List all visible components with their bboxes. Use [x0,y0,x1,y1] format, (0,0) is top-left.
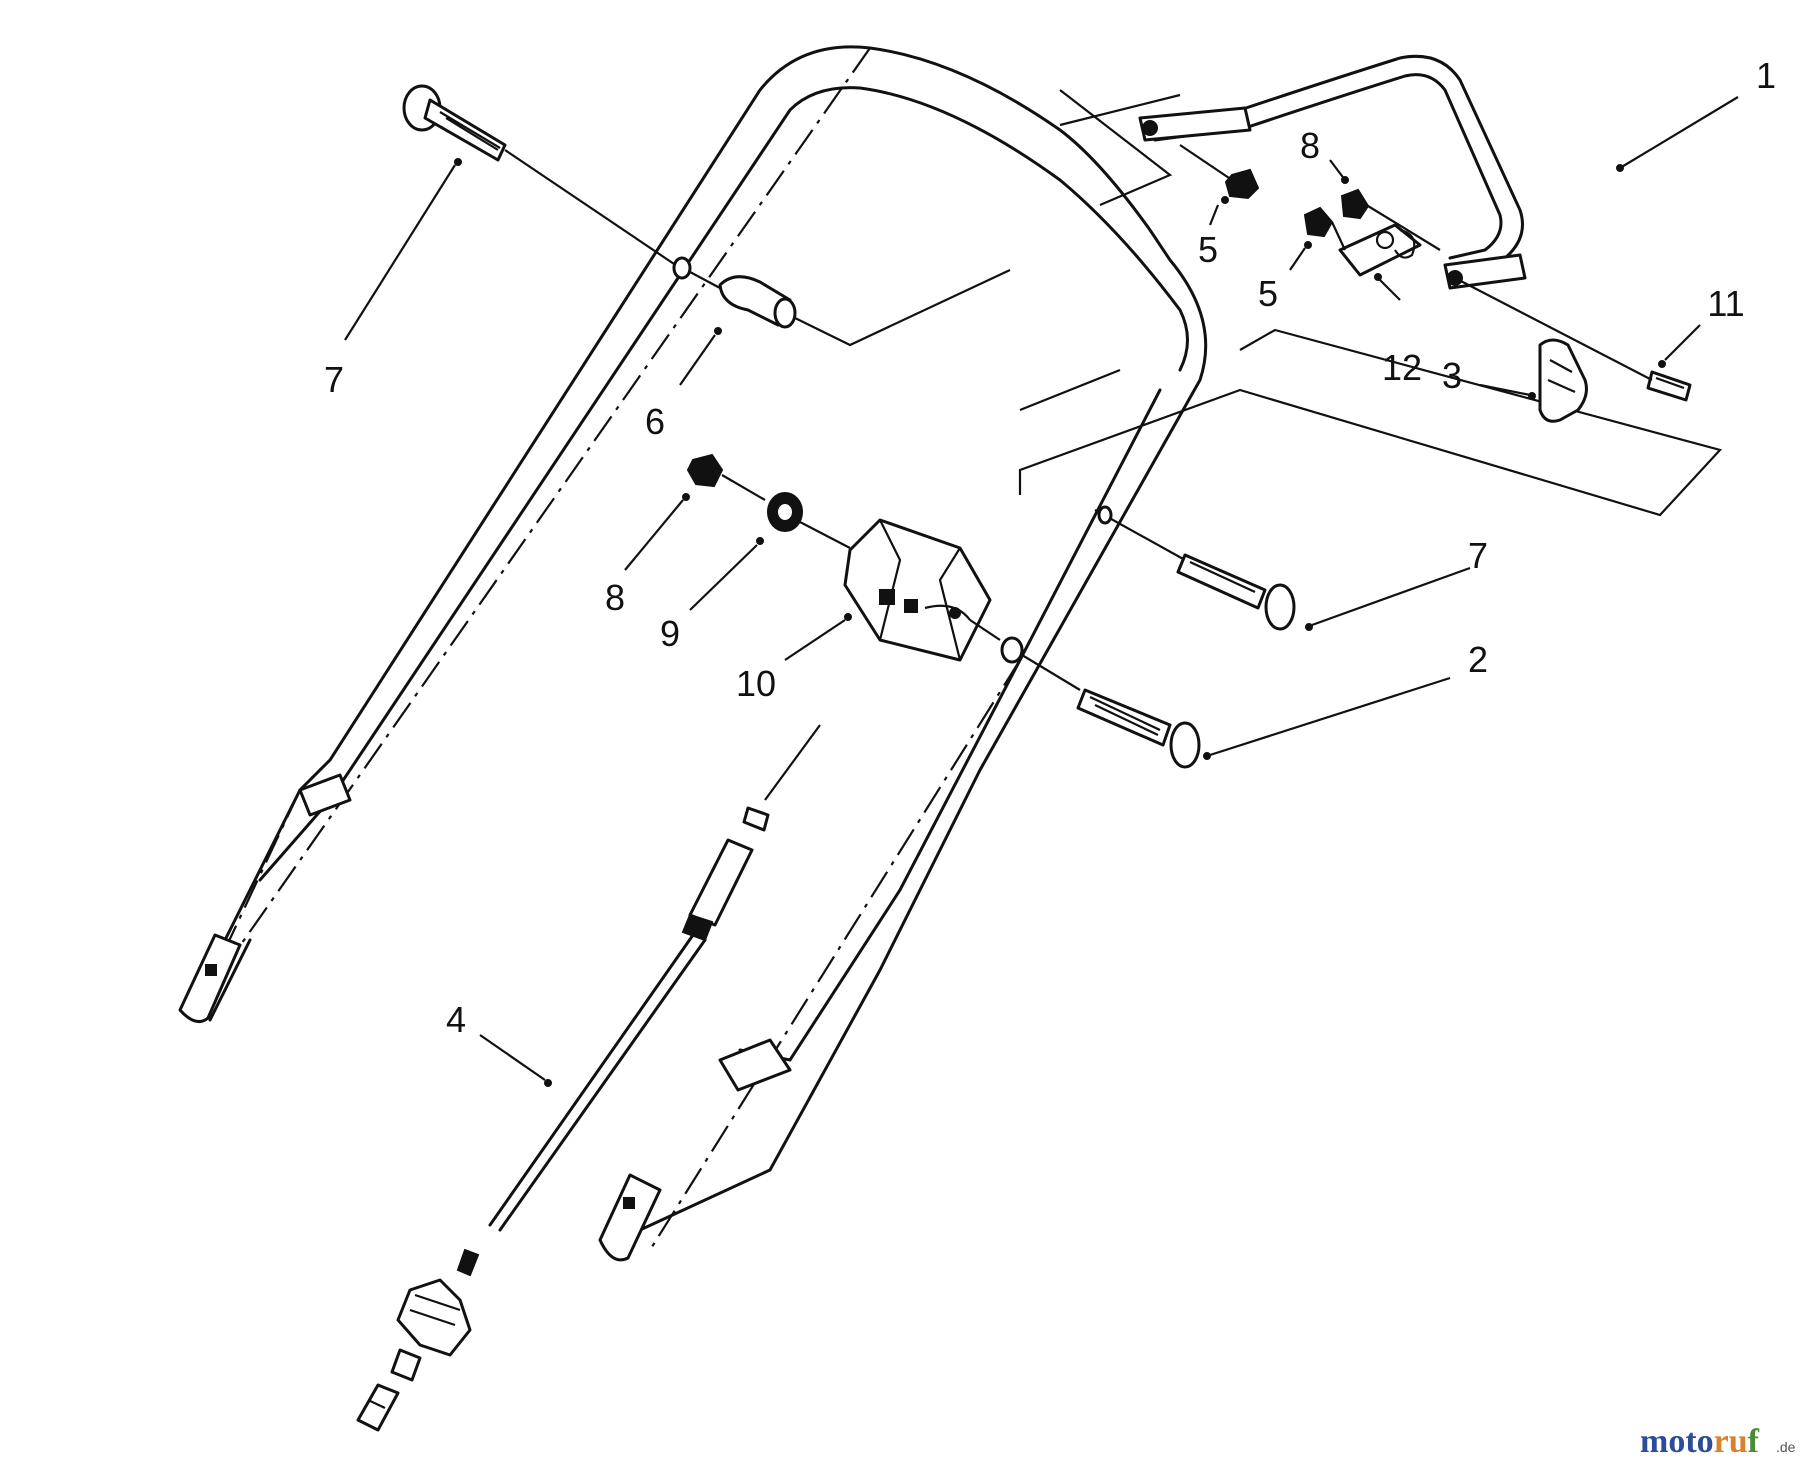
callout-4: 4 [446,999,466,1040]
handle-slot-marker [623,1197,635,1209]
callout-1: 1 [1756,55,1776,96]
control-bail [1138,54,1527,290]
callout-7-right: 7 [1468,535,1488,576]
watermark-part-1: moto [1640,1423,1714,1460]
callout-8-middle: 8 [605,577,625,618]
callout-11: 11 [1707,283,1744,324]
spacer-part-6 [718,269,1011,347]
callout-10: 10 [736,663,776,704]
washer-part-9 [767,492,851,549]
callout-7-upper-left: 7 [324,359,344,400]
cam-part-3 [1538,338,1588,423]
callout-9: 9 [660,613,680,654]
handle-slot-marker [205,964,217,976]
nut-part-8-middle [686,453,766,501]
callout-labels: 1 2 3 4 5 5 6 7 7 8 8 9 10 11 12 [324,55,1776,1040]
watermark-suffix: .de [1776,1439,1796,1455]
bolt-part-7-upper [402,84,721,289]
main-handle [178,45,1208,1262]
callout-3: 3 [1442,355,1462,396]
bracket-part-12 [1331,221,1422,277]
callout-6: 6 [645,401,665,442]
leader-lines [344,96,1739,1087]
watermark-part-3: f [1748,1423,1760,1460]
watermark-logo: motoruf .de [1640,1423,1796,1460]
callout-12: 12 [1382,347,1422,388]
bolt-part-11 [1454,277,1692,402]
nut-part-5-lower [1303,206,1334,238]
callout-5-upper: 5 [1198,229,1218,270]
callout-2: 2 [1468,639,1488,680]
cable-guide-part-10 [843,518,1081,691]
svg-text:motoruf: motoruf [1640,1423,1760,1460]
reference-boundary [1018,89,1723,517]
bolt-part-2 [1076,688,1201,769]
watermark-part-2: ru [1714,1423,1748,1460]
bolt-part-7-right [1094,505,1296,631]
callout-8-upper: 8 [1300,125,1320,166]
nut-part-8-top [1340,188,1441,251]
callout-5-lower: 5 [1258,273,1278,314]
cable-part-4 [356,724,821,1432]
nut-part-5-top [1179,144,1260,200]
